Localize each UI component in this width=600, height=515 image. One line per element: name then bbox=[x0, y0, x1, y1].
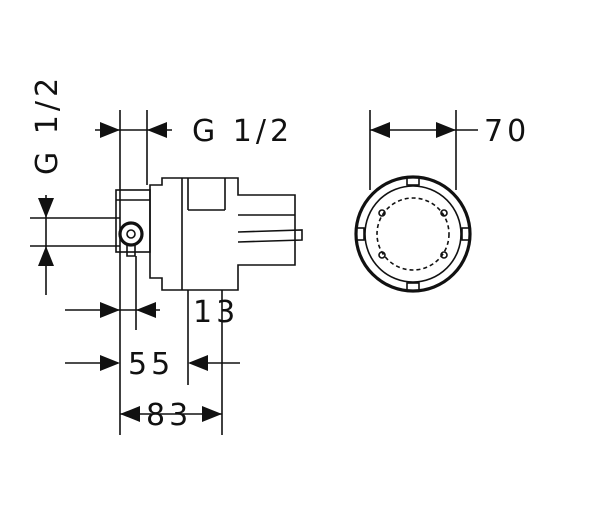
inlet-connector bbox=[118, 221, 144, 247]
fixing-hole bbox=[378, 251, 386, 259]
dimension-83 bbox=[120, 406, 222, 422]
outer-ring bbox=[354, 175, 472, 293]
dimension-g12-vertical bbox=[38, 195, 54, 295]
dim-label-wall-offset: 13 bbox=[193, 295, 239, 330]
notch-left bbox=[355, 227, 365, 241]
dimension-70 bbox=[370, 122, 478, 138]
notch-right bbox=[461, 227, 471, 241]
dim-label-inlet-thread: G 1/2 bbox=[30, 74, 65, 175]
mounting-bracket bbox=[115, 189, 151, 253]
front-view bbox=[354, 110, 472, 293]
shaft bbox=[237, 229, 303, 243]
dim-label-diameter: 70 bbox=[484, 114, 530, 149]
inlet-bore bbox=[126, 229, 136, 239]
fixing-hole bbox=[440, 209, 448, 217]
dimension-55 bbox=[65, 355, 240, 371]
valve-body bbox=[149, 177, 296, 291]
notch-bottom bbox=[406, 282, 420, 292]
dim-label-body-depth: 55 bbox=[128, 347, 174, 382]
hidden-bore bbox=[376, 197, 450, 271]
dimension-g12-top bbox=[95, 122, 172, 138]
notch-top bbox=[406, 176, 420, 186]
inner-ring bbox=[364, 185, 462, 283]
fixing-hole bbox=[440, 251, 448, 259]
side-view bbox=[30, 110, 303, 435]
dimension-13 bbox=[65, 302, 160, 318]
connector-tab bbox=[126, 245, 136, 257]
dim-label-outlet-thread: G 1/2 bbox=[192, 114, 293, 149]
dim-label-total-depth: 83 bbox=[146, 398, 192, 433]
fixing-hole bbox=[378, 209, 386, 217]
